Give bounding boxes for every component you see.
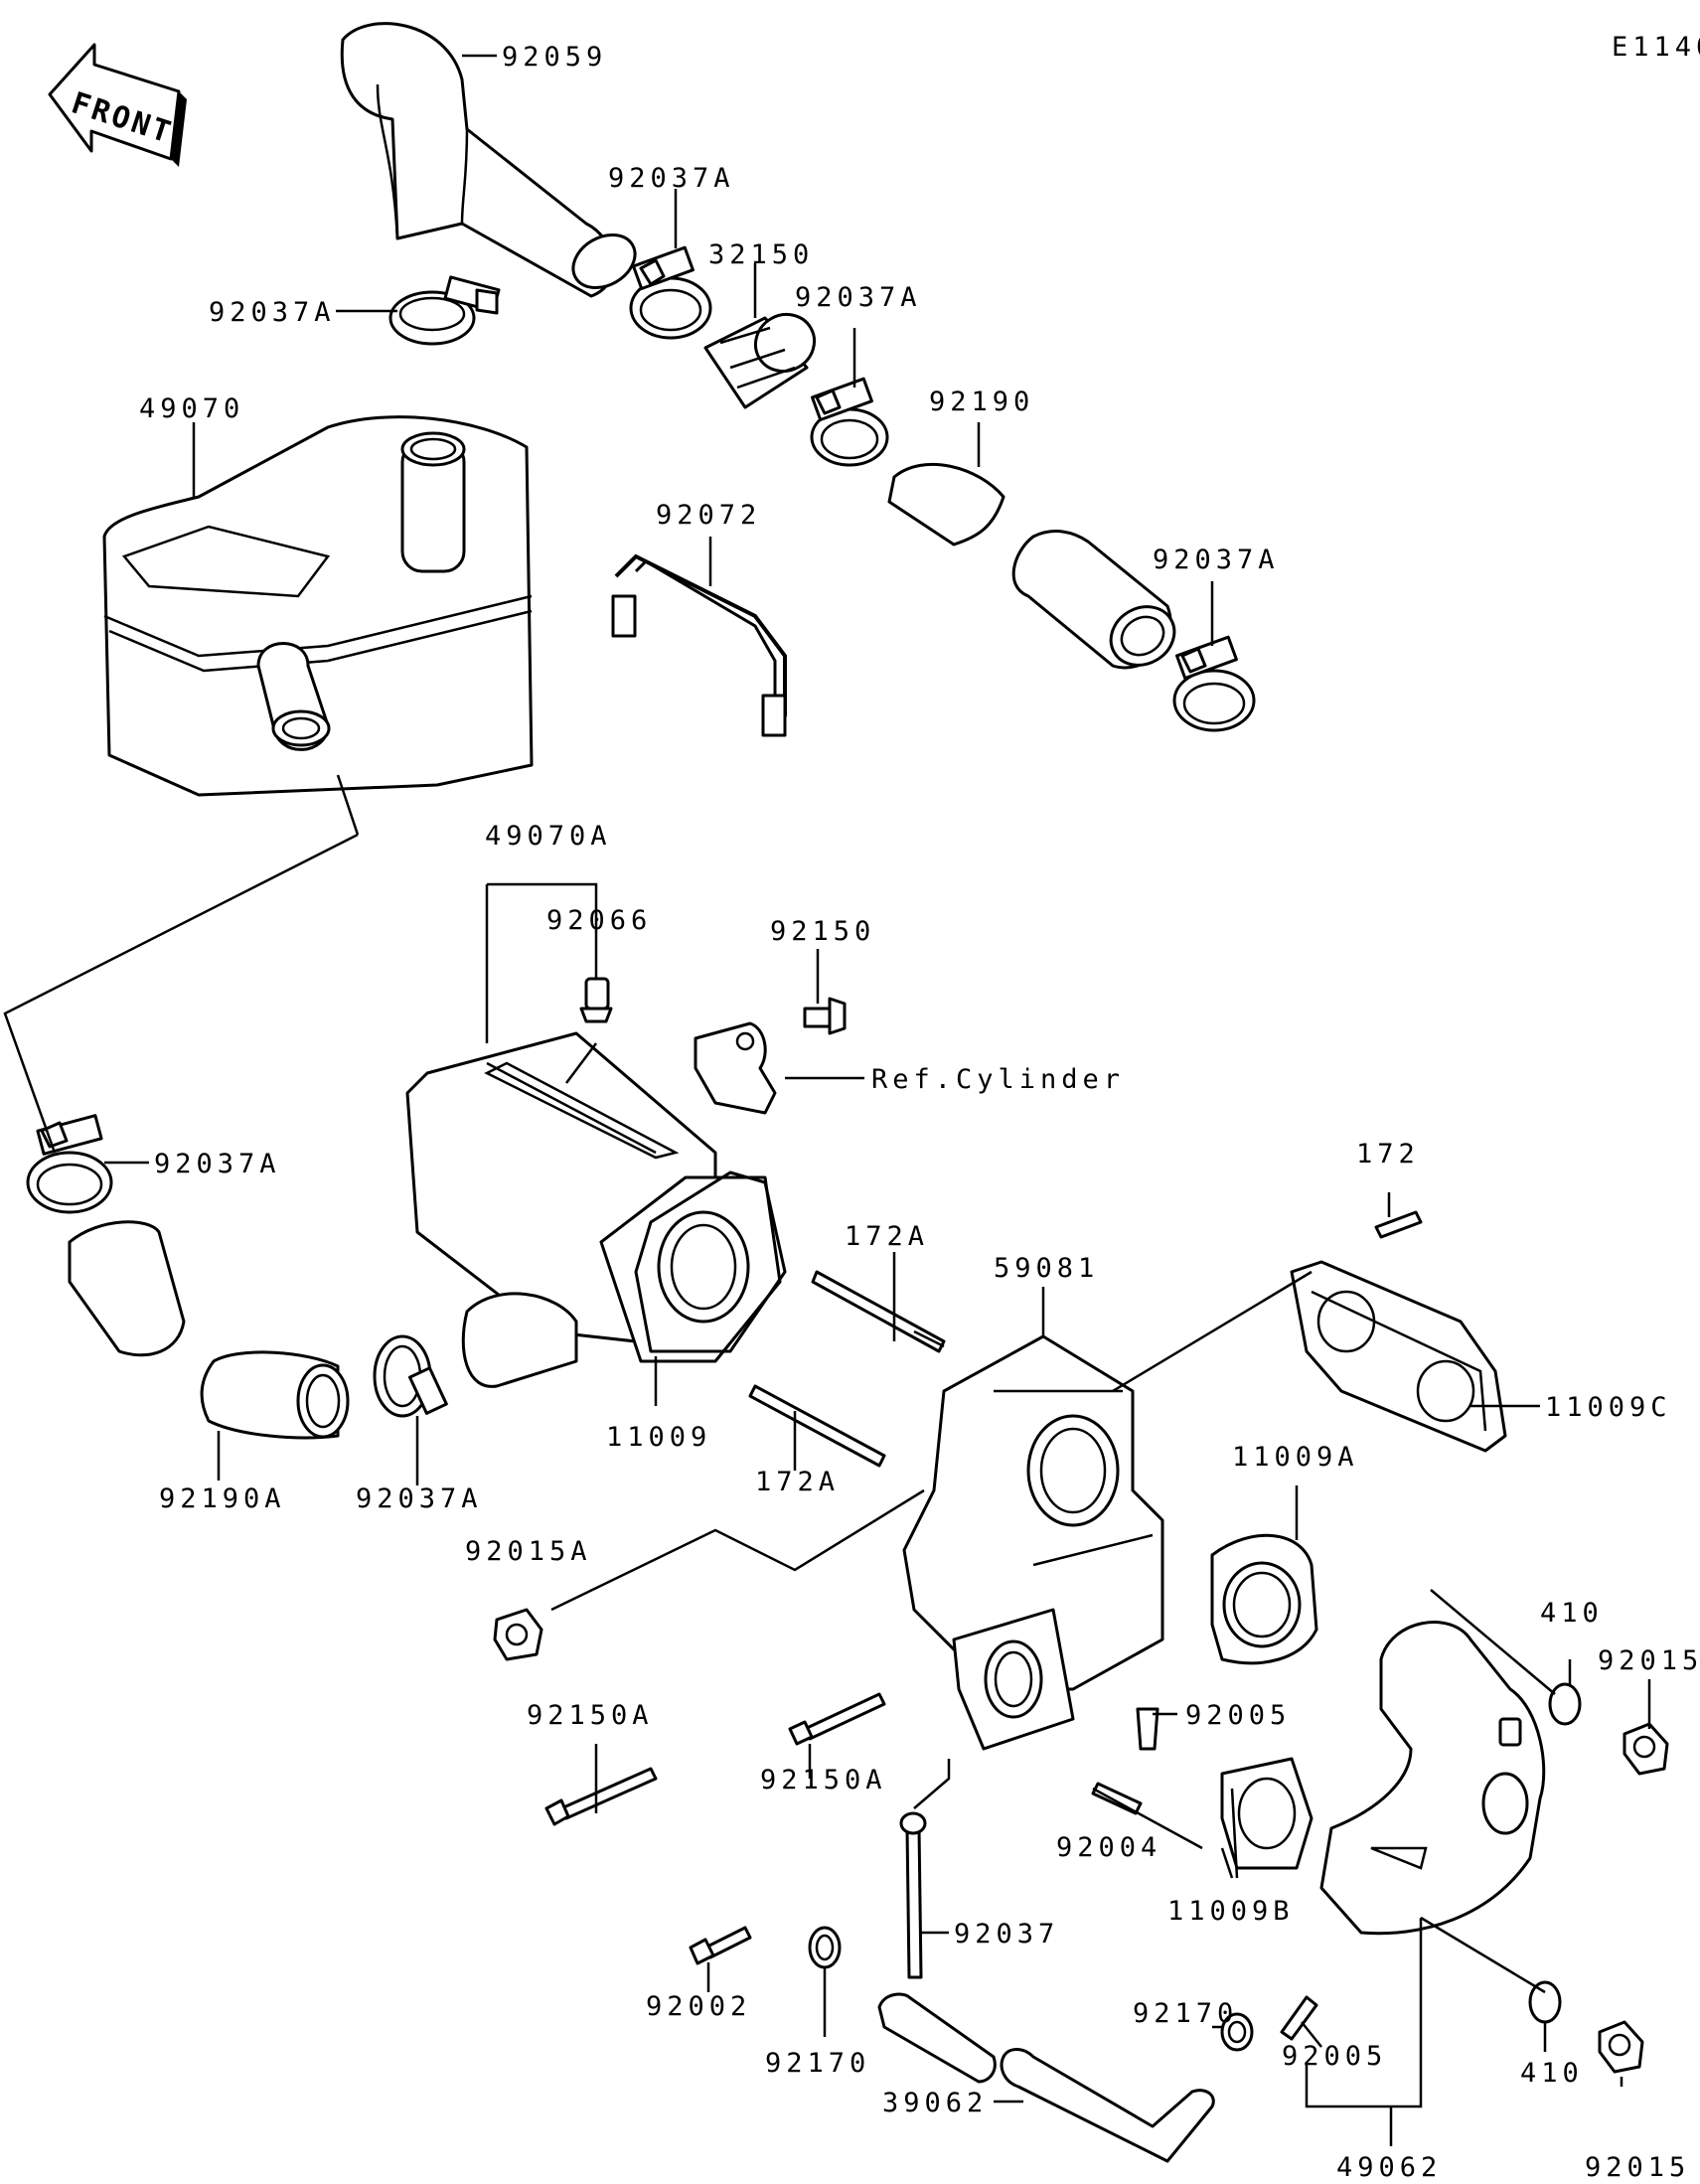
label-92037A-right: 92037A xyxy=(1153,545,1280,575)
nipple-92005-lower xyxy=(1280,1995,1318,2041)
label-410-upper: 410 xyxy=(1540,1598,1604,1629)
label-92037: 92037 xyxy=(954,1919,1059,1950)
label-49062: 49062 xyxy=(1336,2152,1442,2183)
label-92037A-top: 92037A xyxy=(608,163,735,194)
label-11009A: 11009A xyxy=(1232,1442,1359,1473)
hose-clamp-lower-left xyxy=(26,1114,113,1214)
leader-lines xyxy=(3,54,1651,2146)
label-49070A: 49070A xyxy=(485,821,612,852)
cylinder-mount-bracket xyxy=(694,1021,777,1115)
strap-bracket-92072 xyxy=(611,553,787,737)
bolt-92150 xyxy=(803,997,847,1035)
label-92005-lower: 92005 xyxy=(1282,2041,1387,2072)
hose-92190A xyxy=(68,1220,350,1440)
label-92015A: 92015A xyxy=(465,1536,592,1567)
label-11009C: 11009C xyxy=(1545,1392,1672,1423)
label-92037A-bottom: 92037A xyxy=(356,1483,483,1514)
bolt-92150A-left xyxy=(544,1767,658,1826)
stud-172A-lower xyxy=(748,1384,886,1468)
label-92150: 92150 xyxy=(770,916,875,947)
label-92170-right: 92170 xyxy=(1133,1998,1238,2029)
label-92037A-mid: 92037A xyxy=(795,282,922,313)
nut-92015-lower xyxy=(1598,2020,1644,2074)
label-92059: 92059 xyxy=(502,42,607,73)
stud-172 xyxy=(1374,1210,1423,1239)
label-32150: 32150 xyxy=(708,239,814,270)
washer-410-lower xyxy=(1528,1980,1562,2024)
label-92190: 92190 xyxy=(929,387,1034,417)
coupler-32150 xyxy=(703,312,817,409)
label-92170-left: 92170 xyxy=(765,2048,870,2079)
label-92037A-left: 92037A xyxy=(209,297,336,328)
label-92002: 92002 xyxy=(646,1991,751,2022)
elbow-pipe-92059 xyxy=(340,22,637,298)
muffler-49070 xyxy=(102,415,534,797)
label-92072: 92072 xyxy=(656,500,761,531)
stud-172A-upper xyxy=(811,1270,946,1353)
bolt-92150A-right xyxy=(788,1692,886,1746)
hose-clamp-top xyxy=(629,245,712,340)
label-92066: 92066 xyxy=(546,905,652,936)
label-92004: 92004 xyxy=(1056,1832,1161,1863)
label-92150A-left: 92150A xyxy=(527,1700,654,1731)
small-clamp-92170-left xyxy=(808,1926,842,1969)
label-11009: 11009 xyxy=(606,1422,711,1453)
label-92015-upper: 92015 xyxy=(1598,1645,1700,1676)
gasket-11009 xyxy=(599,1170,787,1363)
hose-clamp-bottom xyxy=(373,1334,448,1418)
label-92015-lower: 92015 xyxy=(1585,2152,1690,2183)
label-39062: 39062 xyxy=(882,2088,988,2118)
label-172A-upper: 172A xyxy=(845,1221,929,1252)
gasket-11009B xyxy=(1220,1757,1314,1870)
hose-clamp-mid xyxy=(810,377,889,467)
label-92037A-lower: 92037A xyxy=(154,1149,281,1179)
washer-410-upper xyxy=(1548,1682,1582,1726)
nipple-92005-upper xyxy=(1136,1707,1159,1751)
gasket-11009C xyxy=(1290,1260,1507,1453)
rod-92037 xyxy=(899,1811,927,1979)
exhaust-manifold-59081 xyxy=(902,1334,1164,1751)
stud-92004 xyxy=(1091,1782,1143,1815)
part-number-labels: 92059 92037A 32150 92037A 92037A 92190 4… xyxy=(139,42,1700,2183)
hose-clamp-right xyxy=(1172,635,1256,732)
hose-92190 xyxy=(887,462,1176,670)
label-410-lower: 410 xyxy=(1520,2058,1584,2089)
label-59081: 59081 xyxy=(994,1253,1099,1284)
gasket-11009A xyxy=(1210,1533,1318,1665)
hose-39062 xyxy=(877,1992,1215,2163)
hose-clamp-left xyxy=(388,275,501,346)
nut-92015A xyxy=(493,1608,543,1661)
front-direction-arrow: FRONT xyxy=(48,43,187,167)
nut-92015-upper xyxy=(1623,1722,1669,1776)
label-92150A-right: 92150A xyxy=(760,1765,887,1795)
label-172A-lower: 172A xyxy=(755,1467,840,1497)
exhaust-pipe-49062 xyxy=(1319,1621,1546,1936)
bolt-92066 xyxy=(579,977,613,1023)
label-11009B: 11009B xyxy=(1167,1896,1295,1927)
ref-cylinder-note: Ref.Cylinder xyxy=(871,1064,1125,1095)
label-92190A: 92190A xyxy=(159,1483,286,1514)
label-172: 172 xyxy=(1356,1139,1420,1170)
label-92005-upper: 92005 xyxy=(1185,1700,1291,1731)
label-49070: 49070 xyxy=(139,393,244,424)
bolt-92002 xyxy=(689,1926,752,1965)
figure-id: E1140 xyxy=(1612,32,1700,63)
small-clamp-92170-right xyxy=(1220,2012,1254,2052)
